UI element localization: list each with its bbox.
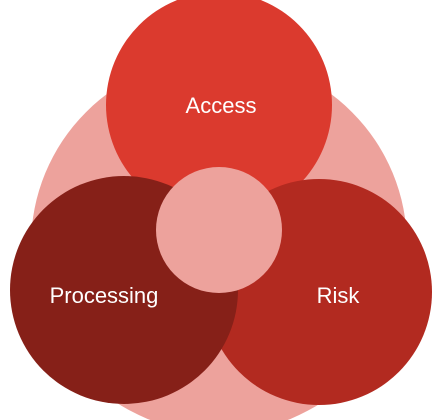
access-label: Access xyxy=(186,93,257,118)
processing-label: Processing xyxy=(50,283,159,308)
risk-label: Risk xyxy=(317,283,361,308)
access-circle xyxy=(106,0,332,218)
center-overlap-circle xyxy=(156,167,282,293)
